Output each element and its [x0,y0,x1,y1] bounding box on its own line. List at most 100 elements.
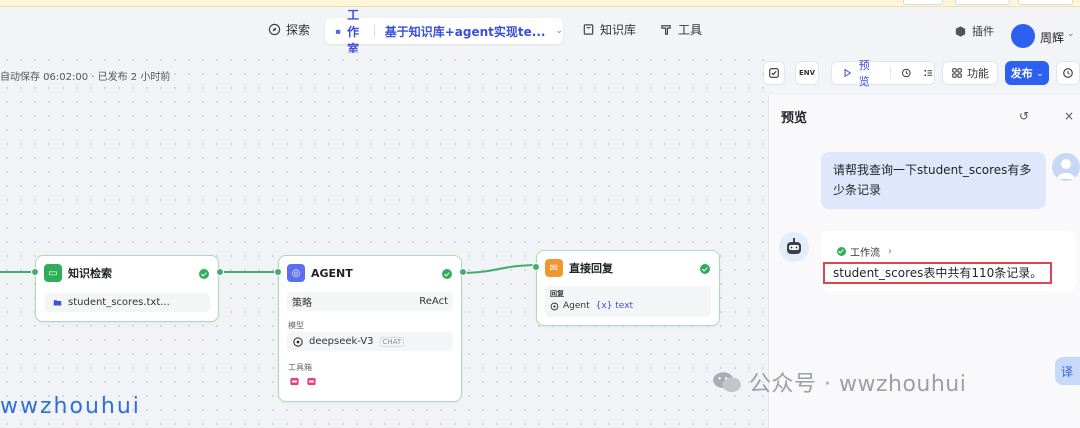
chevron-down-icon: ⌄ [1036,68,1044,78]
hammer-icon [661,25,671,35]
bot-avatar [779,232,809,262]
workflow-tag[interactable]: 工作流 › [837,244,892,259]
success-check-icon [837,247,846,256]
user-message: 请帮我查询一下student_scores有多少条记录 [821,152,1046,209]
user-avatar [1052,153,1080,181]
translate-button[interactable]: 译 [1055,357,1080,385]
nav-workspace[interactable]: 工作室 基于知识库+agent实现te... ⌄ [325,8,563,56]
strategy-value: ReAct [419,296,448,307]
success-check-icon [700,264,710,274]
preview-button[interactable]: 预览 [858,59,870,88]
node-direct-reply[interactable]: ✉ 直接回复 回复 Agent {x} text [532,250,720,326]
database-tool-icon[interactable] [306,376,317,387]
reply-content-field[interactable]: 回复 Agent {x} text [545,286,711,317]
notice-button[interactable] [955,0,1010,5]
features-label: 功能 [967,67,989,80]
reply-var-ref: {x} text [595,301,634,311]
watermark-left: wwzhouhui [0,394,141,419]
book-icon: ▭ [44,264,62,282]
agent-icon: ◎ [287,264,305,282]
version-history-button[interactable] [1056,61,1080,85]
history-icon [1063,68,1073,78]
username[interactable]: 周辉 [1040,31,1065,45]
cube-icon [955,25,966,37]
notice-button[interactable] [903,0,943,5]
input-port[interactable] [31,268,39,276]
node-title: AGENT [311,266,353,280]
folder-icon [53,300,62,306]
output-port[interactable] [459,268,467,276]
edge [219,271,279,273]
workflow-tag-label: 工作流 [850,248,880,259]
node-knowledge-retrieval[interactable]: ▭ 知识检索 student_scores.txt... [31,255,224,322]
node-title: 直接回复 [569,262,613,275]
checklist-button[interactable] [763,61,785,85]
nav-workspace-label: 工作室 [347,7,360,56]
model-field[interactable]: deepseek-V3 CHAT [287,332,453,351]
knowledge-source[interactable]: student_scores.txt... [45,293,210,312]
edge [0,271,36,273]
node-header: ▭ 知识检索 [44,264,112,282]
env-label: ENV [798,69,816,77]
toolbox-items [289,376,317,387]
panel-title: 预览 [781,111,808,126]
node-title: 知识检索 [68,267,112,280]
play-icon [844,68,852,78]
nav-explore-label: 探索 [286,23,311,37]
model-name: deepseek-V3 [309,336,374,347]
wechat-icon [713,372,741,393]
top-nav: 探索 工作室 基于知识库+agent实现te... ⌄ 知识库 工具 插件 周辉… [0,7,1080,56]
list-icon[interactable] [923,67,934,79]
notice-strip [0,0,1080,7]
book-icon [583,24,594,35]
chevron-down-icon[interactable]: ⌄ [555,26,563,36]
model-type-badge: CHAT [379,336,405,347]
output-port[interactable] [216,268,224,276]
user-avatar-icon [1057,159,1075,179]
input-port[interactable] [532,263,540,271]
edge-curve [461,264,539,274]
compass-icon [268,23,281,36]
success-check-icon [442,269,452,279]
model-label: 模型 [288,321,304,330]
notice-button[interactable] [1018,0,1073,5]
features-button[interactable]: 功能 [942,61,998,85]
chevron-down-icon[interactable]: ⌄ [1067,29,1075,39]
preview-group: 预览 [831,59,935,88]
nav-explore[interactable]: 探索 [268,21,310,38]
env-button[interactable]: ENV [795,61,819,85]
knowledge-file: student_scores.txt... [68,297,170,308]
database-tool-icon[interactable] [289,376,300,387]
apps-icon [952,68,962,78]
nav-tools[interactable]: 工具 [660,21,702,38]
nav-plugins-label: 插件 [972,25,994,38]
strategy-field[interactable]: 策略 ReAct [287,292,453,311]
node-agent[interactable]: ◎ AGENT 策略 ReAct 模型 deepseek-V3 CHAT 工具箱 [274,255,467,402]
reply-icon: ✉ [545,259,563,277]
preview-panel: 预览 ↺ × 请帮我查询一下student_scores有多少条记录 工作流 ›… [768,95,1080,428]
agent-icon [550,302,559,310]
nav-knowledge[interactable]: 知识库 [582,21,636,38]
watermark: 公众号 · wwzhouhui [711,366,966,398]
input-port[interactable] [274,268,282,276]
node-header: ◎ AGENT [287,264,353,282]
checklist-icon [769,68,779,78]
watermark-text: 公众号 · wwzhouhui [749,372,967,397]
autosave-status: 自动保存 06:02:00 · 已发布 2 小时前 [0,72,171,83]
reply-agent-ref: Agent [563,301,590,311]
history-run-icon[interactable] [901,67,912,79]
publish-button[interactable]: 发布 ⌄ [1005,61,1049,85]
nav-tools-label: 工具 [678,23,703,37]
project-selector[interactable]: 基于知识库+agent实现te... [384,24,546,39]
reply-label: 回复 [550,290,564,298]
avatar[interactable] [1011,24,1035,48]
robot-icon [787,238,801,254]
robot-icon [335,28,341,34]
refresh-icon[interactable]: ↺ [1019,109,1030,123]
model-logo-icon [293,336,303,347]
nav-plugins[interactable]: 插件 [954,23,994,39]
strategy-label: 策略 [292,298,312,309]
close-icon[interactable]: × [1064,109,1075,123]
divider [889,67,891,79]
node-header: ✉ 直接回复 [545,259,613,277]
